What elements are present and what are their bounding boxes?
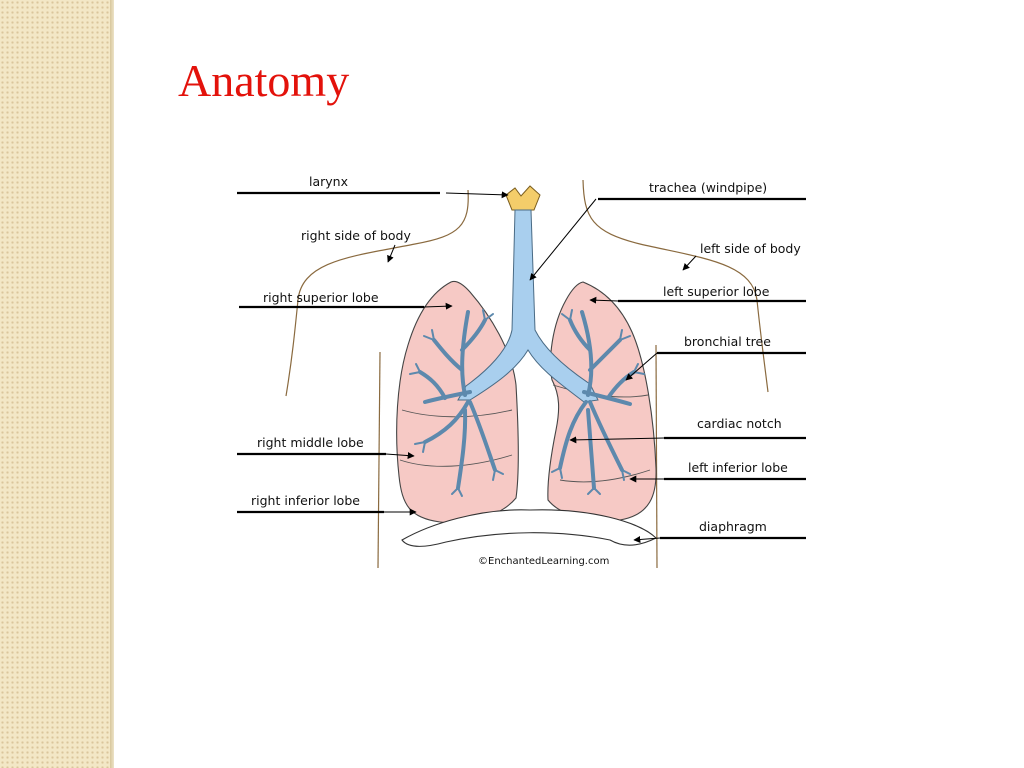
- pointer-lines: [237, 191, 806, 540]
- decorative-side-band: [0, 0, 110, 768]
- larynx-shape: [505, 185, 541, 211]
- trachea-and-bronchi: [457, 209, 599, 403]
- label-bronchial-tree: bronchial tree: [684, 334, 771, 349]
- label-right-side-of-body: right side of body: [301, 228, 411, 243]
- label-right-middle-lobe: right middle lobe: [257, 435, 364, 450]
- bronchial-branches: [418, 310, 636, 490]
- lung-anatomy-diagram: larynx right side of body right superior…: [230, 170, 820, 580]
- label-trachea: trachea (windpipe): [649, 180, 767, 195]
- credit-text: ©EnchantedLearning.com: [478, 556, 609, 567]
- label-left-superior-lobe: left superior lobe: [663, 284, 770, 299]
- body-outline: [285, 179, 769, 569]
- label-larynx: larynx: [309, 174, 348, 189]
- pointer-arrows: [384, 191, 697, 544]
- label-right-superior-lobe: right superior lobe: [263, 290, 379, 305]
- diaphragm-shape: [401, 509, 657, 547]
- slide-title: Anatomy: [178, 55, 350, 106]
- label-left-inferior-lobe: left inferior lobe: [688, 460, 788, 475]
- label-left-side-of-body: left side of body: [700, 241, 801, 256]
- label-cardiac-notch: cardiac notch: [697, 416, 782, 431]
- label-diaphragm: diaphragm: [699, 519, 767, 534]
- label-right-inferior-lobe: right inferior lobe: [251, 493, 360, 508]
- side-band-edge: [110, 0, 114, 768]
- bronchial-twigs: [409, 309, 645, 497]
- left-lung: [547, 281, 657, 522]
